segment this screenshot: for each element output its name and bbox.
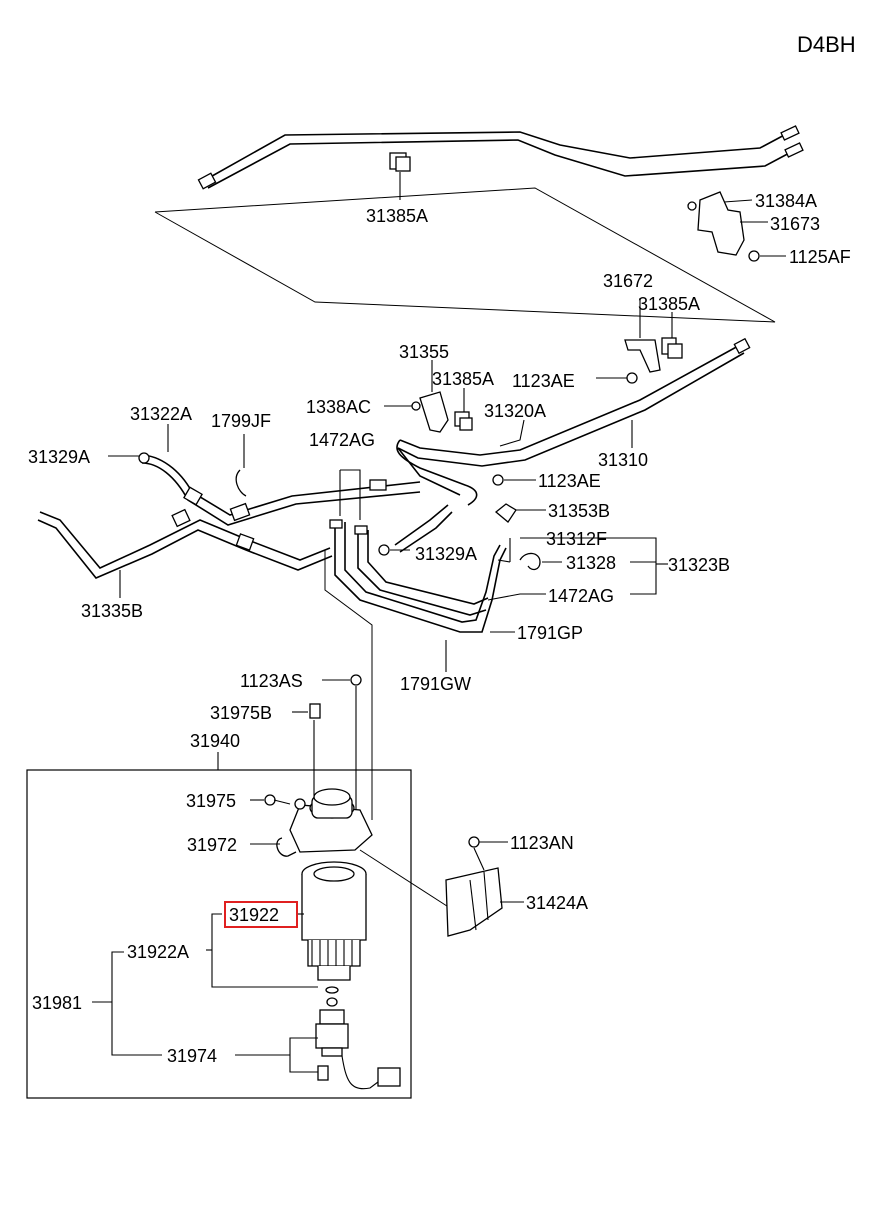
filter-cartridge	[301, 861, 367, 981]
label-31940: 31940	[190, 731, 240, 751]
filter-head	[250, 788, 373, 857]
label-31329a-left: 31329A	[28, 447, 90, 467]
label-31328: 31328	[566, 553, 616, 573]
label-31323b: 31323B	[668, 555, 730, 575]
label-31922: 31922	[229, 905, 279, 925]
label-1123an: 1123AN	[510, 833, 574, 853]
label-31335b: 31335B	[81, 601, 143, 621]
clip-31385a-top	[389, 152, 411, 200]
label-1125af: 1125AF	[789, 247, 851, 267]
label-31385a-top: 31385A	[366, 206, 428, 226]
center-fuel-lines	[329, 469, 507, 633]
bracket-31672	[596, 298, 683, 384]
label-31974: 31974	[167, 1046, 217, 1066]
label-31385a-low: 31385A	[432, 369, 494, 389]
bracket-31673	[687, 191, 786, 262]
label-1791gp: 1791GP	[517, 623, 583, 643]
label-1123as: 1123AS	[240, 671, 303, 691]
bracket-31424a	[445, 836, 524, 937]
label-31310: 31310	[598, 450, 648, 470]
label-31672: 31672	[603, 271, 653, 291]
top-fuel-lines	[197, 125, 804, 190]
label-31972: 31972	[187, 835, 237, 855]
label-1472ag-a: 1472AG	[309, 430, 375, 450]
label-1472ag-b: 1472AG	[548, 586, 614, 606]
label-1799jf: 1799JF	[211, 411, 271, 431]
label-31355: 31355	[399, 342, 449, 362]
label-31322a: 31322A	[130, 404, 192, 424]
plug-31975b	[292, 703, 321, 800]
bracket-31355	[384, 360, 525, 447]
label-1338ac: 1338AC	[306, 397, 371, 417]
label-31975: 31975	[186, 791, 236, 811]
label-1791gw: 1791GW	[400, 674, 471, 694]
label-31329a-mid: 31329A	[415, 544, 477, 564]
label-31922a: 31922A	[127, 942, 189, 962]
label-31981: 31981	[32, 993, 82, 1013]
mid-fuel-lines	[396, 337, 751, 506]
leader-brackets	[92, 913, 318, 1073]
label-31384a: 31384A	[755, 191, 817, 211]
bolt-1123as	[322, 674, 362, 820]
label-31312f: 31312F	[546, 529, 607, 549]
label-31975b: 31975B	[210, 703, 272, 723]
label-31424a: 31424A	[526, 893, 588, 913]
label-1123ae-b: 1123AE	[538, 471, 601, 491]
label-31385a-mid: 31385A	[638, 294, 700, 314]
diagram-code: D4BH	[797, 32, 856, 57]
assembly-box-31940	[26, 769, 412, 1099]
label-31320a: 31320A	[484, 401, 546, 421]
label-1123ae-a: 1123AE	[512, 371, 575, 391]
underbody-outline	[154, 187, 776, 909]
water-sensor	[315, 986, 401, 1090]
label-31353b: 31353B	[548, 501, 610, 521]
highlight-box-31922	[224, 901, 298, 928]
label-31673: 31673	[770, 214, 820, 234]
clip-group-right	[445, 474, 668, 672]
left-hoses	[37, 424, 421, 598]
